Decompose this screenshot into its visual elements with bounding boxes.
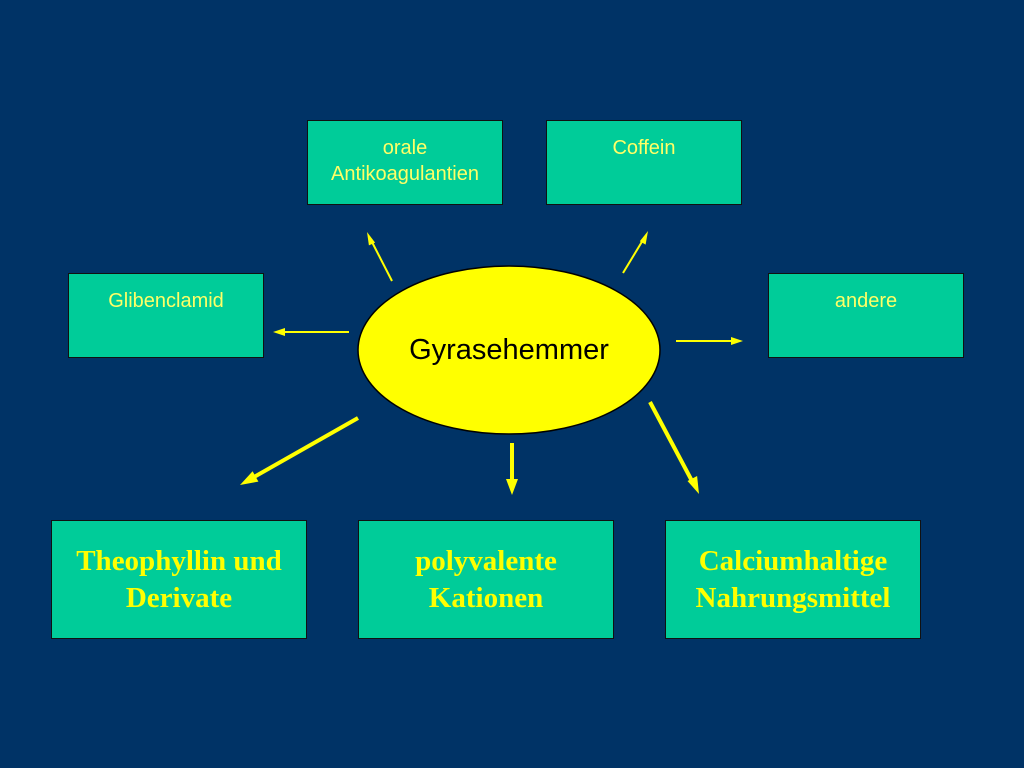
- center-ellipse: [357, 265, 661, 435]
- center-label: Gyrasehemmer: [409, 333, 609, 366]
- arrowhead-to-glibenclamid: [273, 328, 285, 336]
- coffein-label: Coffein: [612, 137, 676, 159]
- box-andere: andere: [768, 273, 964, 358]
- calcium-line-1: Calciumhaltige: [698, 544, 888, 577]
- kationen-line-2: Kationen: [428, 581, 544, 614]
- arrowhead-to-theophyllin: [240, 471, 259, 485]
- box-theophyllin: Theophyllin und Derivate: [51, 520, 307, 639]
- glibenclamid-label: Glibenclamid: [108, 290, 224, 312]
- thin-arrows: [273, 231, 743, 345]
- box-calcium: Calciumhaltige Nahrungsmittel: [665, 520, 921, 639]
- kationen-line-1: polyvalente: [415, 544, 557, 577]
- calcium-line-2: Nahrungsmittel: [695, 581, 891, 614]
- arrow-to-calcium: [648, 401, 694, 482]
- arrow-to-antikoagulantien: [371, 241, 393, 282]
- arrow-to-coffein: [622, 239, 644, 274]
- theophyllin-line-1: Theophyllin und: [76, 544, 282, 577]
- arrowhead-to-andere: [731, 337, 743, 345]
- antikoagulantien-line-1: orale: [382, 137, 428, 159]
- theophyllin-line-2: Derivate: [125, 581, 233, 614]
- antikoagulantien-line-2: Antikoagulantien: [331, 163, 479, 185]
- arrowhead-to-antikoagulantien: [367, 232, 376, 246]
- box-glibenclamid: Glibenclamid: [68, 273, 264, 358]
- box-antikoagulantien: orale Antikoagulantien: [307, 120, 503, 205]
- arrow-to-theophyllin: [253, 416, 359, 479]
- arrowhead-to-kationen: [506, 479, 518, 495]
- box-kationen: polyvalente Kationen: [358, 520, 614, 639]
- arrowhead-to-calcium: [687, 476, 699, 494]
- arrowhead-to-coffein: [639, 231, 648, 245]
- thick-arrows: [240, 401, 699, 495]
- andere-label: andere: [834, 290, 898, 312]
- box-coffein: Coffein: [546, 120, 742, 205]
